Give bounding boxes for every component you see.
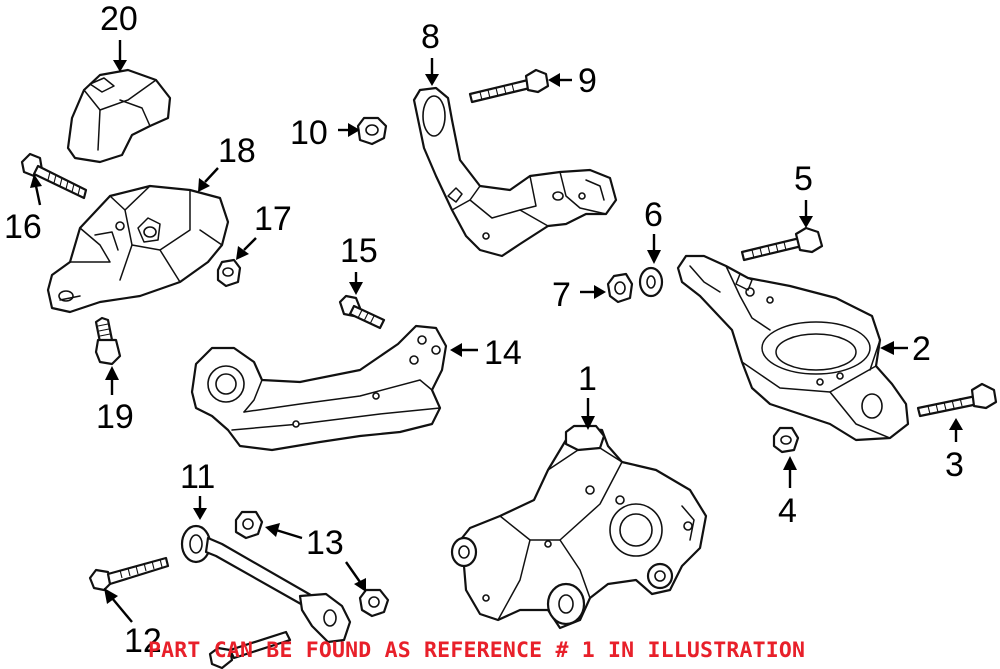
part-4-nut [772,426,800,454]
callout-12: 12 [124,622,162,660]
part-10-nut [356,116,388,146]
callout-17: 17 [254,200,292,238]
callout-7: 7 [552,276,571,314]
callout-2: 2 [912,330,931,368]
part-20-cover [66,68,172,164]
part-3-bolt [916,382,998,418]
callout-18: 18 [218,132,256,170]
callout-9: 9 [578,62,597,100]
callout-19: 19 [96,398,134,436]
part-15-bolt [338,294,386,330]
callout-3: 3 [945,446,964,484]
part-8-upper-arm [412,86,618,258]
callout-14: 14 [484,334,522,372]
part-16-bolt [20,152,88,200]
part-12-bolts [88,556,292,669]
part-14-trailing-arm [190,324,448,452]
callout-5: 5 [794,160,813,198]
part-2-lower-arm [676,254,910,442]
callout-16: 16 [4,208,42,246]
callout-20: 20 [100,0,138,38]
part-18-mount [46,184,230,314]
part-1-knuckle [450,424,708,630]
leader-lines [30,40,963,623]
callout-1: 1 [578,360,597,398]
part-5-bolt [740,226,824,262]
reference-caption: PART CAN BE FOUND AS REFERENCE # 1 IN IL… [148,638,806,663]
part-19-bolt [94,316,122,366]
callout-6: 6 [644,196,663,234]
callout-4: 4 [778,492,797,530]
callout-8: 8 [421,18,440,56]
part-17-nut [216,258,242,288]
part-13-nuts [234,510,390,618]
callout-10: 10 [290,114,328,152]
part-6-washer [638,266,664,298]
callout-numbers: 1 2 3 4 5 6 7 8 9 10 11 12 13 14 15 16 1… [4,0,964,660]
part-9-bolt [468,68,550,104]
part-7-nut [606,272,634,304]
callout-15: 15 [340,232,378,270]
callout-11: 11 [180,458,215,496]
callout-13: 13 [306,524,344,562]
part-11-lateral-link [180,524,352,644]
